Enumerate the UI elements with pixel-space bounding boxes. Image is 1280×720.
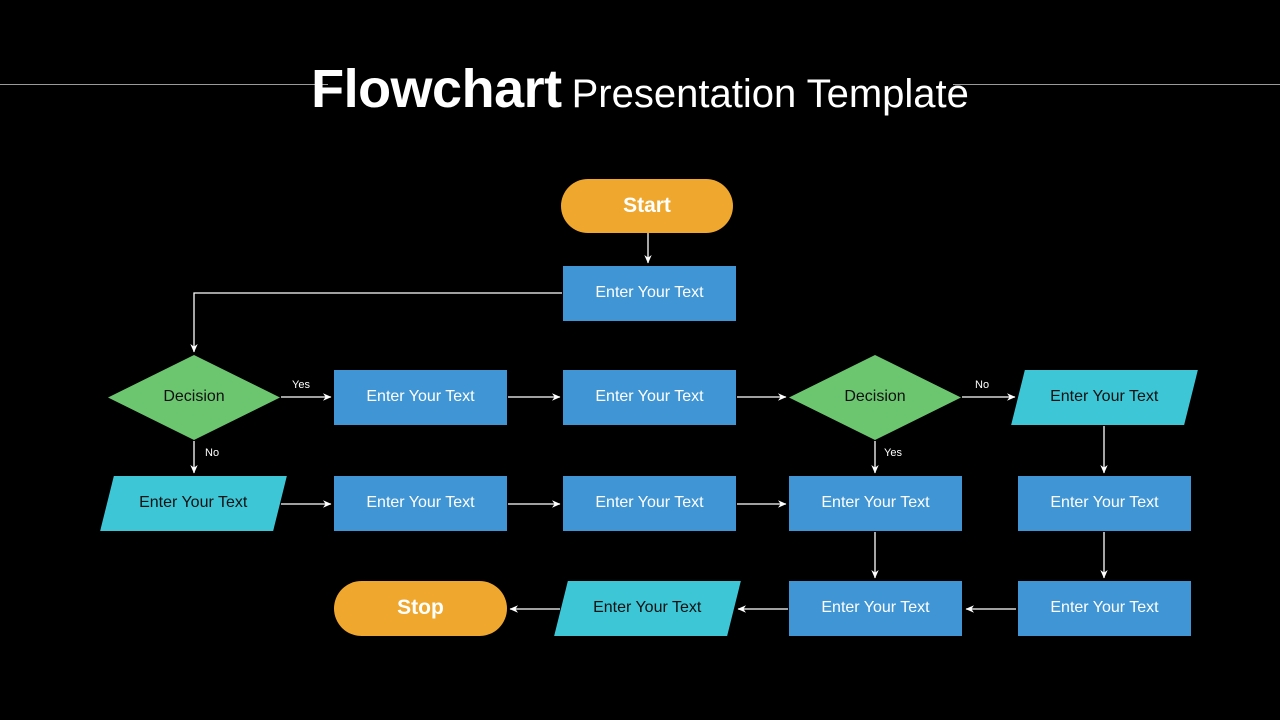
edge-label-text: No xyxy=(205,447,220,459)
node-label: Enter Your Text xyxy=(593,599,702,617)
node-label: Enter Your Text xyxy=(595,284,704,302)
node-process-2[interactable]: Enter Your Text xyxy=(334,370,507,425)
edge-p1-d1 xyxy=(190,292,562,353)
node-process-5[interactable]: Enter Your Text xyxy=(563,476,736,531)
node-stop[interactable]: Stop xyxy=(334,581,507,636)
node-label: Enter Your Text xyxy=(595,388,704,406)
node-process-1[interactable]: Enter Your Text xyxy=(563,266,736,321)
node-label: Enter Your Text xyxy=(595,494,704,512)
edge-label-decision2-no: No xyxy=(975,379,989,391)
node-label: Stop xyxy=(397,596,444,620)
node-label: Enter Your Text xyxy=(1050,599,1159,617)
edge-label-text: Yes xyxy=(884,447,902,459)
title-rule-right xyxy=(953,84,1280,85)
edge-label-text: No xyxy=(975,379,990,391)
edge-label-text: Yes xyxy=(292,379,310,391)
node-process-3[interactable]: Enter Your Text xyxy=(563,370,736,425)
title-rule-left xyxy=(0,84,328,85)
node-decision-1[interactable]: Decision xyxy=(108,355,280,440)
node-data-3[interactable]: Enter Your Text xyxy=(554,581,741,636)
edge-label-decision2-yes: Yes xyxy=(884,447,902,459)
node-label: Enter Your Text xyxy=(366,388,475,406)
node-label: Enter Your Text xyxy=(1050,388,1159,406)
node-start[interactable]: Start xyxy=(561,179,733,233)
node-decision-2[interactable]: Decision xyxy=(789,355,961,440)
page-title-rest: Presentation Template xyxy=(571,72,969,116)
node-data-2[interactable]: Enter Your Text xyxy=(100,476,287,531)
node-process-6[interactable]: Enter Your Text xyxy=(789,476,962,531)
node-label: Decision xyxy=(163,388,225,406)
node-process-7[interactable]: Enter Your Text xyxy=(1018,476,1191,531)
node-label: Enter Your Text xyxy=(139,494,248,512)
node-data-1[interactable]: Enter Your Text xyxy=(1011,370,1198,425)
node-label: Decision xyxy=(844,388,906,406)
node-label: Enter Your Text xyxy=(821,599,930,617)
node-process-8[interactable]: Enter Your Text xyxy=(789,581,962,636)
page-title-strong: Flowchart xyxy=(311,59,562,119)
node-process-9[interactable]: Enter Your Text xyxy=(1018,581,1191,636)
edge-label-decision1-no: No xyxy=(205,447,219,459)
edge-label-decision1-yes: Yes xyxy=(292,379,310,391)
node-label: Start xyxy=(623,193,671,217)
node-label: Enter Your Text xyxy=(1050,494,1159,512)
node-label: Enter Your Text xyxy=(821,494,930,512)
node-process-4[interactable]: Enter Your Text xyxy=(334,476,507,531)
node-label: Enter Your Text xyxy=(366,494,475,512)
